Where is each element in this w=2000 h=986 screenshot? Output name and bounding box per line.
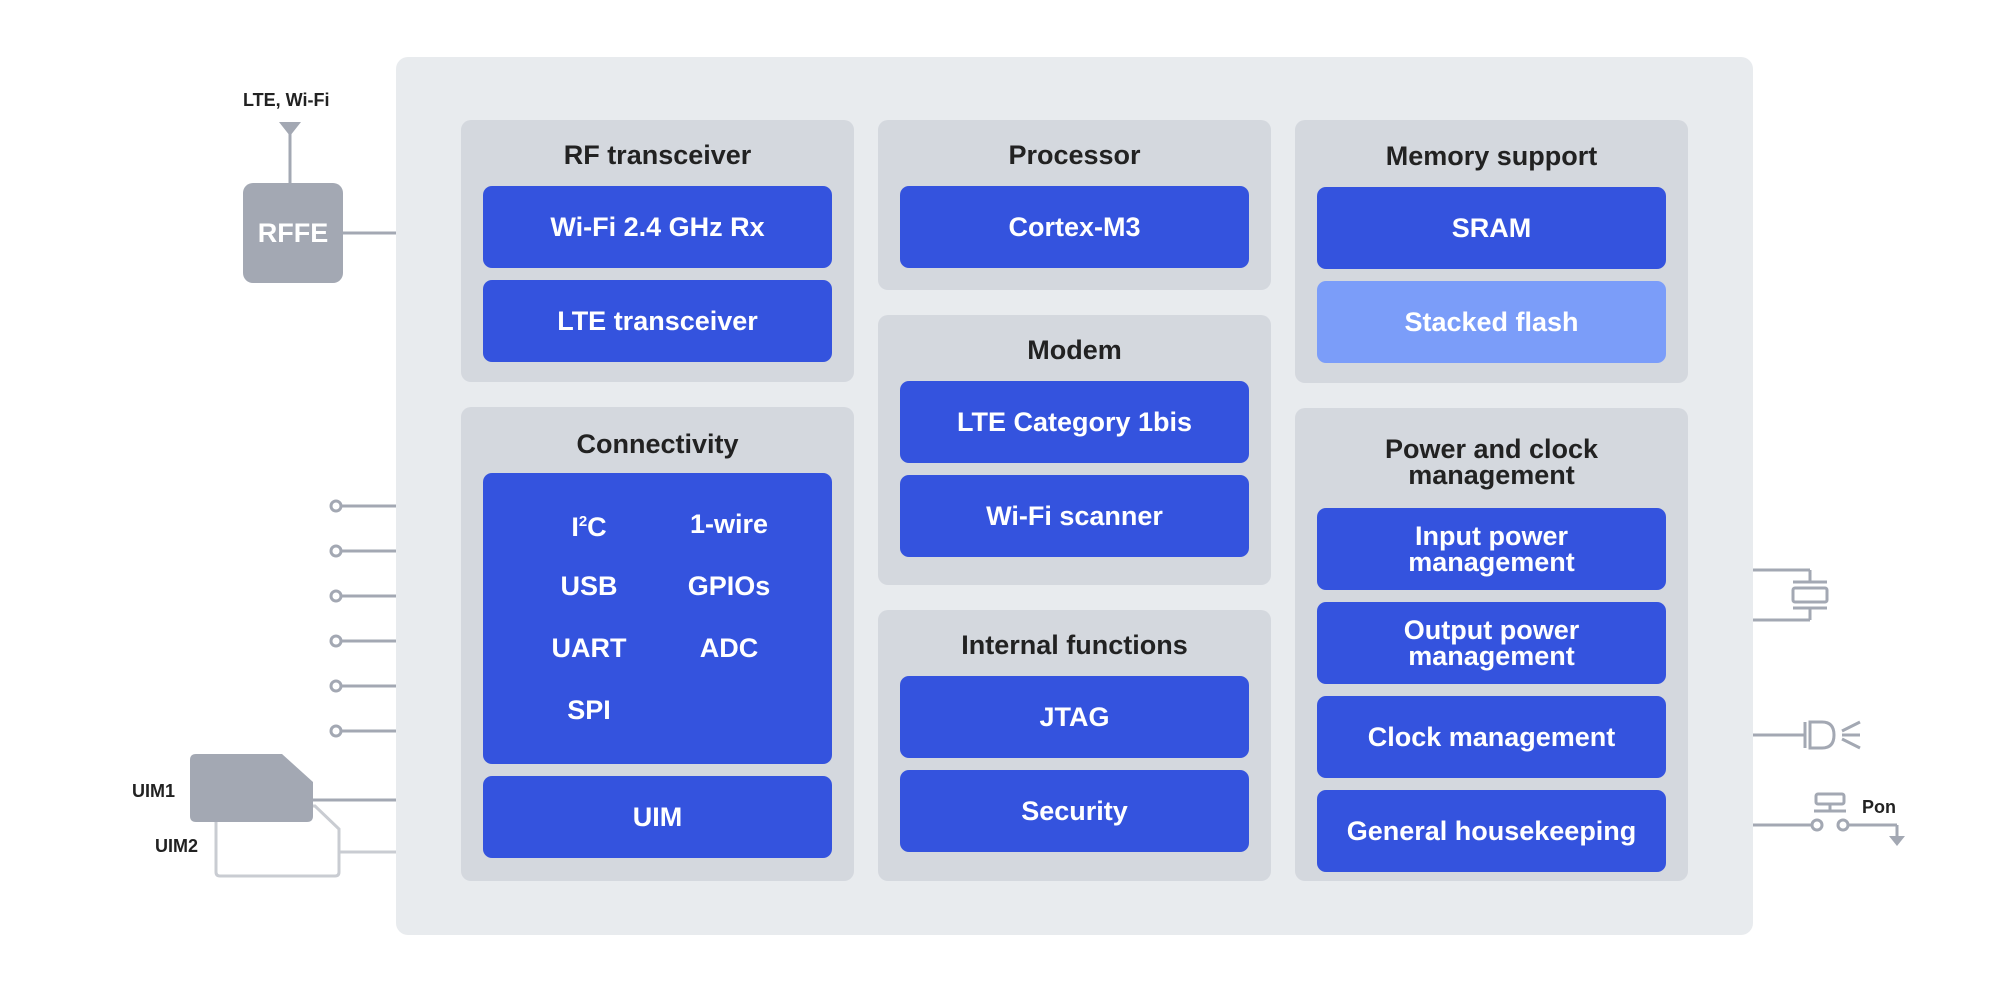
power-button-icon (1753, 792, 1899, 838)
uim1-card-icon (190, 754, 313, 822)
security-block: Security (900, 770, 1249, 852)
uim2-label: UIM2 (155, 836, 199, 856)
usb-label: USB (560, 571, 618, 601)
crystal-icon (1753, 568, 1829, 622)
general-housekeeping-block: General housekeeping (1317, 790, 1666, 872)
adc-label: ADC (699, 633, 759, 663)
ground-arrow-icon (1889, 836, 1905, 846)
jtag-block: JTAG (900, 676, 1249, 758)
memory-support-title: Memory support (1385, 141, 1598, 171)
uart-label: UART (551, 633, 627, 663)
memory-support-group: Memory support SRAM Stacked flash (1295, 120, 1688, 383)
one-wire-label: 1-wire (689, 509, 769, 539)
internal-functions-title: Internal functions (961, 630, 1188, 660)
spi-label: SPI (567, 695, 611, 725)
processor-title: Processor (1008, 140, 1141, 170)
power-clock-title: Power and clock management (1384, 434, 1599, 490)
led-icon (1753, 720, 1861, 750)
connectivity-group: Connectivity I2C 1-wire USB GPIOs UART A… (461, 407, 854, 881)
internal-functions-group: Internal functions JTAG Security (878, 610, 1271, 881)
connectivity-interfaces-block: I2C 1-wire USB GPIOs UART ADC SPI (483, 473, 832, 764)
i2c-label: I2C (571, 512, 607, 542)
pon-label: Pon (1862, 797, 1896, 817)
antenna-icon (279, 122, 301, 136)
modem-title: Modem (1027, 335, 1122, 365)
connectivity-title: Connectivity (576, 429, 739, 459)
stacked-flash-block: Stacked flash (1317, 281, 1666, 363)
rf-transceiver-title: RF transceiver (563, 140, 752, 170)
processor-group: Processor Cortex-M3 (878, 120, 1271, 290)
lte-category-block: LTE Category 1bis (900, 381, 1249, 463)
pin-lines (329, 499, 396, 738)
sram-block: SRAM (1317, 187, 1666, 269)
antenna-label: LTE, Wi-Fi (243, 90, 330, 110)
rf-transceiver-group: RF transceiver Wi-Fi 2.4 GHz Rx LTE tran… (461, 120, 854, 382)
cortex-m3-block: Cortex-M3 (900, 186, 1249, 268)
wifi-rx-block: Wi-Fi 2.4 GHz Rx (483, 186, 832, 268)
modem-group: Modem LTE Category 1bis Wi-Fi scanner (878, 315, 1271, 585)
wifi-scanner-block: Wi-Fi scanner (900, 475, 1249, 557)
uim-block: UIM (483, 776, 832, 858)
lte-transceiver-block: LTE transceiver (483, 280, 832, 362)
rffe-block: RFFE (243, 183, 343, 283)
uim1-label: UIM1 (132, 781, 176, 801)
clock-management-block: Clock management (1317, 696, 1666, 778)
gpios-label: GPIOs (687, 571, 771, 601)
